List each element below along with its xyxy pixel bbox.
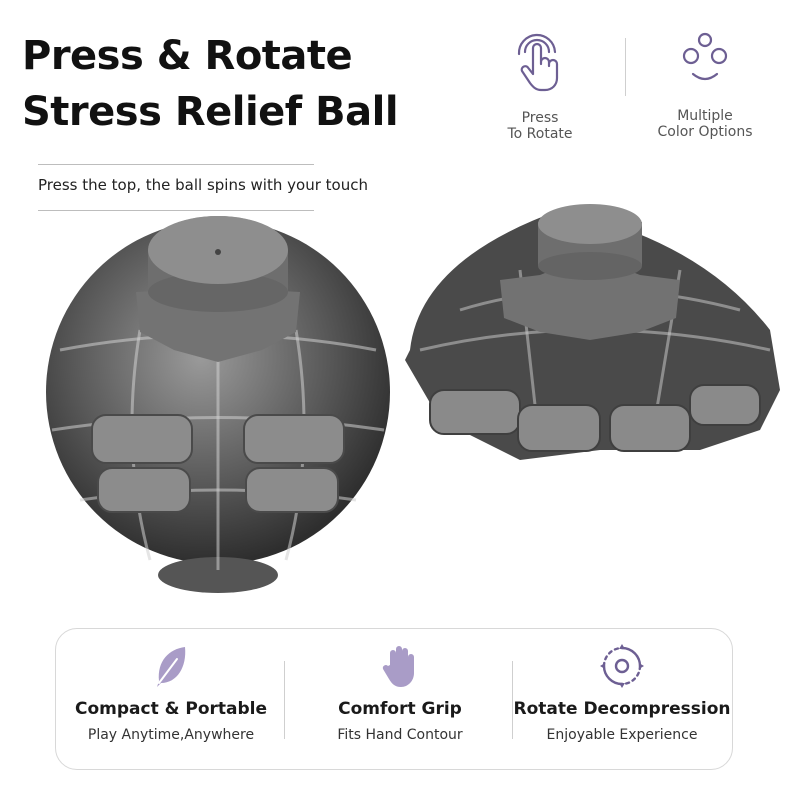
feature-label-line1: Multiple	[677, 108, 733, 124]
feature-title: Compact & Portable	[74, 699, 268, 719]
product-photo	[46, 204, 780, 593]
card-divider	[512, 661, 513, 739]
rotate-target-icon	[600, 644, 644, 688]
feature-label-line2: To Rotate	[507, 126, 573, 142]
subtitle: Press the top, the ball spins with your …	[38, 176, 368, 194]
top-feature-divider	[625, 38, 626, 96]
title-line-2: Stress Relief Ball	[22, 89, 399, 135]
color-dots-icon	[682, 32, 728, 81]
feature-label-line2: Color Options	[657, 124, 753, 140]
feature-label: Multiple Color Options	[640, 108, 770, 140]
feature-subtitle: Play Anytime,Anywhere	[87, 727, 255, 743]
features-card: Compact & Portable Play Anytime,Anywhere…	[55, 628, 733, 770]
feature-rotate-decompression: Rotate Decompression Enjoyable Experienc…	[512, 643, 732, 743]
feature-subtitle: Enjoyable Experience	[546, 727, 698, 743]
press-finger-icon	[517, 33, 559, 92]
feature-subtitle: Fits Hand Contour	[337, 727, 463, 743]
subtitle-top-rule	[38, 164, 314, 165]
feature-label: Press To Rotate	[475, 110, 605, 142]
feature-compact-portable: Compact & Portable Play Anytime,Anywhere	[61, 643, 281, 743]
feature-comfort-grip: Comfort Grip Fits Hand Contour	[290, 643, 510, 743]
open-ball	[405, 204, 780, 460]
feature-label-line1: Press	[521, 110, 559, 126]
subtitle-bottom-rule	[38, 210, 314, 211]
hand-icon	[382, 646, 414, 687]
feature-press-to-rotate: Press To Rotate	[475, 30, 605, 142]
closed-ball	[46, 216, 390, 593]
feature-title: Comfort Grip	[338, 699, 462, 719]
page-title: Press & Rotate Stress Relief Ball	[22, 28, 399, 140]
feather-icon	[157, 647, 186, 687]
feature-title: Rotate Decompression	[513, 699, 731, 719]
title-line-1: Press & Rotate	[22, 33, 353, 79]
card-divider	[284, 661, 285, 739]
feature-color-options: Multiple Color Options	[640, 30, 770, 140]
